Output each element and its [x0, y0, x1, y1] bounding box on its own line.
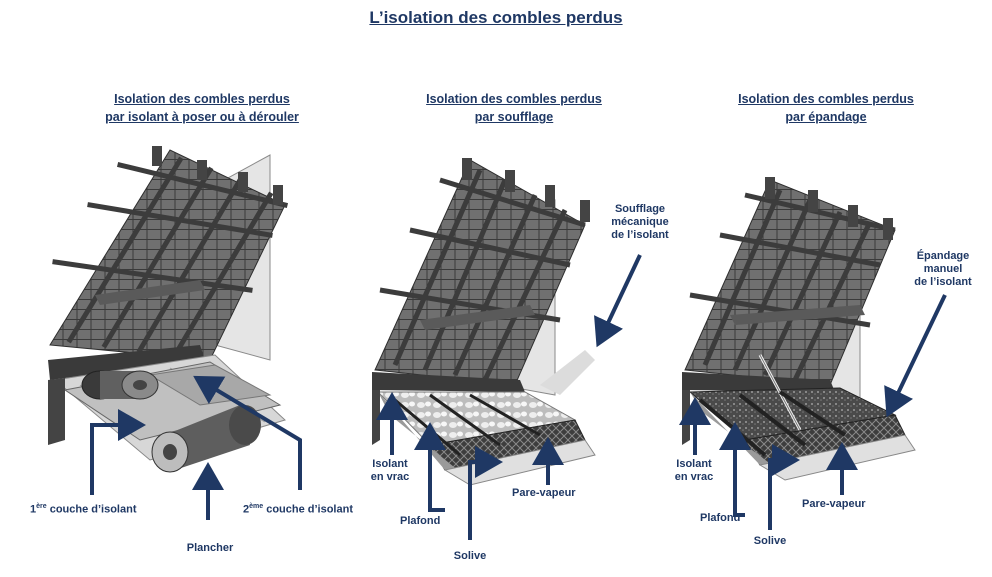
label-blowing-line1: Soufflage [614, 203, 666, 215]
label-bulk-insulation-2: Isolant en vrac [360, 458, 420, 484]
label-spreading-line3: de l’isolant [914, 276, 972, 288]
label-blowing-method: Soufflage mécanique de l’isolant [600, 203, 680, 242]
label-bulk-2-line2: en vrac [370, 471, 410, 483]
label-blowing-line3: de l’isolant [611, 229, 669, 241]
insulation-roll-back [81, 370, 159, 400]
label-floor: Plancher [186, 542, 234, 554]
insulation-roll-front [151, 405, 261, 473]
panel-2-illustration [372, 158, 642, 540]
label-ceiling-2: Plafond [400, 515, 441, 527]
label-bulk-insulation-3: Isolant en vrac [664, 458, 724, 484]
label-first-layer: 1ère couche d’isolant [30, 500, 137, 517]
label-second-layer-text: couche d’isolant [263, 503, 353, 516]
panel-2-title-line2: par soufflage [474, 110, 554, 124]
label-ceiling-3: Plafond [700, 512, 741, 524]
label-blowing-line2: mécanique [611, 216, 669, 228]
label-second-layer-sup: ème [249, 503, 264, 510]
label-bulk-3-line2: en vrac [674, 471, 714, 483]
label-second-layer: 2ème couche d’isolant [243, 500, 353, 517]
panel-2-title: Isolation des combles perdus par souffla… [374, 90, 654, 126]
label-first-layer-num: 1 [30, 503, 37, 516]
label-first-layer-text: couche d’isolant [46, 503, 137, 516]
label-vapor-2: Pare-vapeur [512, 487, 576, 499]
panel-3-illustration [679, 177, 947, 530]
panel-1-title-line2: par isolant à poser ou à dérouler [105, 110, 299, 124]
label-bulk-2-line1: Isolant [372, 458, 408, 470]
main-title: L’isolation des combles perdus [369, 8, 623, 27]
label-spreading-method: Épandage manuel de l’isolant [903, 250, 983, 289]
label-vapor-3: Pare-vapeur [802, 498, 866, 510]
label-first-layer-sup: ère [36, 503, 47, 510]
panel-1-illustration [48, 146, 302, 520]
panel-1-title-line1: Isolation des combles perdus [114, 92, 290, 106]
label-joist-3: Solive [753, 535, 787, 547]
label-spreading-line2: manuel [923, 263, 963, 275]
label-second-layer-num: 2 [243, 503, 250, 516]
panel-3-title-line1: Isolation des combles perdus [738, 92, 914, 106]
label-joist-2: Solive [453, 550, 487, 562]
label-spreading-line1: Épandage [916, 250, 970, 262]
panel-3-title-line2: par épandage [785, 110, 867, 124]
label-bulk-3-line1: Isolant [676, 458, 712, 470]
panel-1-title: Isolation des combles perdus par isolant… [62, 90, 342, 126]
panel-3-title: Isolation des combles perdus par épandag… [686, 90, 966, 126]
panel-2-title-line1: Isolation des combles perdus [426, 92, 602, 106]
